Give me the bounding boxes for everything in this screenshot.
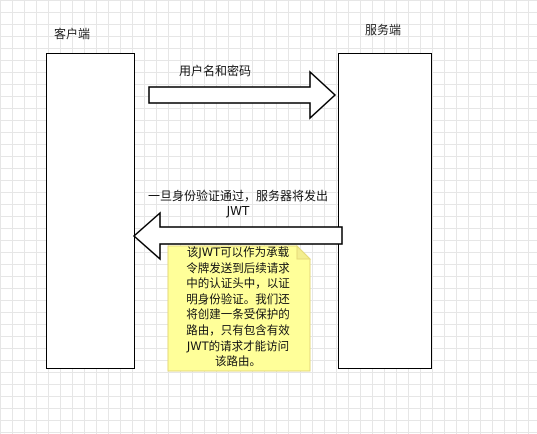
response-label-line1: 一旦身份验证通过，服务器将发出 xyxy=(147,189,328,203)
server-label: 服务端 xyxy=(365,23,402,37)
server-lifeline-box xyxy=(338,53,432,369)
request-arrow xyxy=(148,70,337,120)
response-label: 一旦身份验证通过，服务器将发出 JWT xyxy=(138,189,338,219)
note-text: 该JWT可以作为承载 令牌发送到后续请求 中的认证头中，以证 明身份验证。我们还… xyxy=(186,245,290,369)
request-label: 用户名和密码 xyxy=(178,64,251,78)
client-lifeline-box xyxy=(46,53,135,369)
note-shape xyxy=(167,245,311,372)
response-arrow xyxy=(132,211,343,261)
response-label-line2: JWT xyxy=(226,204,250,218)
client-label: 客户端 xyxy=(54,27,91,41)
note-fold-corner xyxy=(296,244,312,260)
